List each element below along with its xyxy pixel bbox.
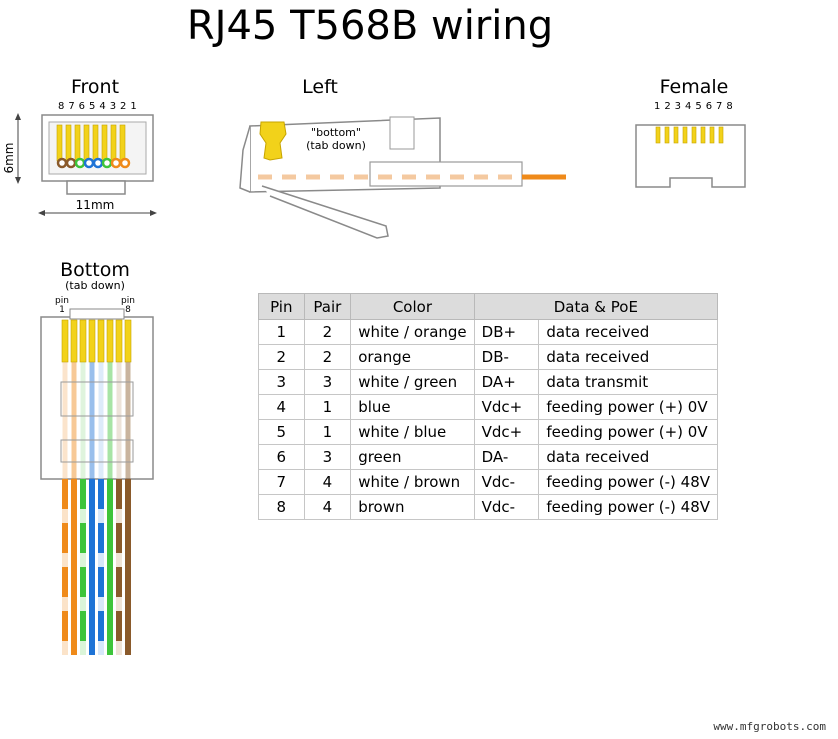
page-title: RJ45 T568B wiring [186,3,554,49]
cell-pair: 2 [303,344,352,370]
bottom-note: "bottom" [311,126,361,139]
table-row: 7 4 white / brown Vdc- feeding power (-)… [258,469,718,495]
tab-down-note: (tab down) [306,139,366,152]
header-pair: Pair [303,293,352,320]
bottom-tab-note: (tab down) [65,279,125,292]
cell-pin: 3 [258,369,305,395]
table-header-row: Pin Pair Color Data & PoE [258,293,719,320]
cell-description: data received [538,444,718,470]
female-label: Female [659,76,729,98]
cell-pair: 1 [303,419,352,445]
cell-pair: 4 [303,494,352,520]
cell-pin: 6 [258,444,305,470]
pin8-label: pin 8 [121,296,135,315]
cell-description: feeding power (-) 48V [538,469,718,495]
cell-signal: DB+ [473,319,540,345]
width-dimension-label: 11mm [75,198,115,212]
table-row: 2 2 orange DB- data received [258,344,718,370]
cell-pin: 5 [258,419,305,445]
cell-pin: 4 [258,394,305,420]
front-label: Front [70,76,120,98]
cell-description: data received [538,344,718,370]
left-label: Left [302,76,338,98]
table-row: 4 1 blue Vdc+ feeding power (+) 0V [258,394,718,420]
header-pin: Pin [258,293,305,320]
bottom-view-drawing [40,308,154,655]
cell-description: feeding power (-) 48V [538,494,718,520]
cell-pair: 2 [303,319,352,345]
cell-pair: 3 [303,444,352,470]
cell-signal: Vdc- [473,494,540,520]
cell-color: white / blue [350,419,475,445]
table-row: 1 2 white / orange DB+ data received [258,319,718,345]
cell-description: data received [538,319,718,345]
table-row: 6 3 green DA- data received [258,444,718,470]
left-view-drawing [239,116,566,239]
pin1-label: pin 1 [55,296,69,315]
cell-pin: 1 [258,319,305,345]
table-row: 5 1 white / blue Vdc+ feeding power (+) … [258,419,718,445]
cell-color: blue [350,394,475,420]
cell-signal: DA+ [473,369,540,395]
cell-pair: 4 [303,469,352,495]
table-row: 3 3 white / green DA+ data transmit [258,369,718,395]
cell-signal: DB- [473,344,540,370]
cell-description: feeding power (+) 0V [538,394,718,420]
cell-signal: Vdc+ [473,419,540,445]
cell-color: white / brown [350,469,475,495]
watermark: www.mfgrobots.com [713,720,826,733]
cell-color: brown [350,494,475,520]
bottom-label: Bottom [60,259,130,281]
cell-color: green [350,444,475,470]
cell-signal: DA- [473,444,540,470]
cell-color: white / green [350,369,475,395]
header-color: Color [350,293,475,320]
cell-signal: Vdc- [473,469,540,495]
cell-color: orange [350,344,475,370]
cell-pin: 8 [258,494,305,520]
female-view-drawing [635,124,746,188]
female-pin-numbers: 1 2 3 4 5 6 7 8 [654,101,734,112]
cell-pin: 7 [258,469,305,495]
front-view-drawing [15,113,157,216]
wiring-table: Pin Pair Color Data & PoE 1 2 white / or… [258,293,719,520]
cell-color: white / orange [350,319,475,345]
front-pin-numbers: 8 7 6 5 4 3 2 1 [58,101,138,112]
cell-description: data transmit [538,369,718,395]
header-data-poe: Data & PoE [473,293,719,320]
cell-description: feeding power (+) 0V [538,419,718,445]
cell-pin: 2 [258,344,305,370]
cell-pair: 3 [303,369,352,395]
cell-signal: Vdc+ [473,394,540,420]
table-row: 8 4 brown Vdc- feeding power (-) 48V [258,494,718,520]
cell-pair: 1 [303,394,352,420]
